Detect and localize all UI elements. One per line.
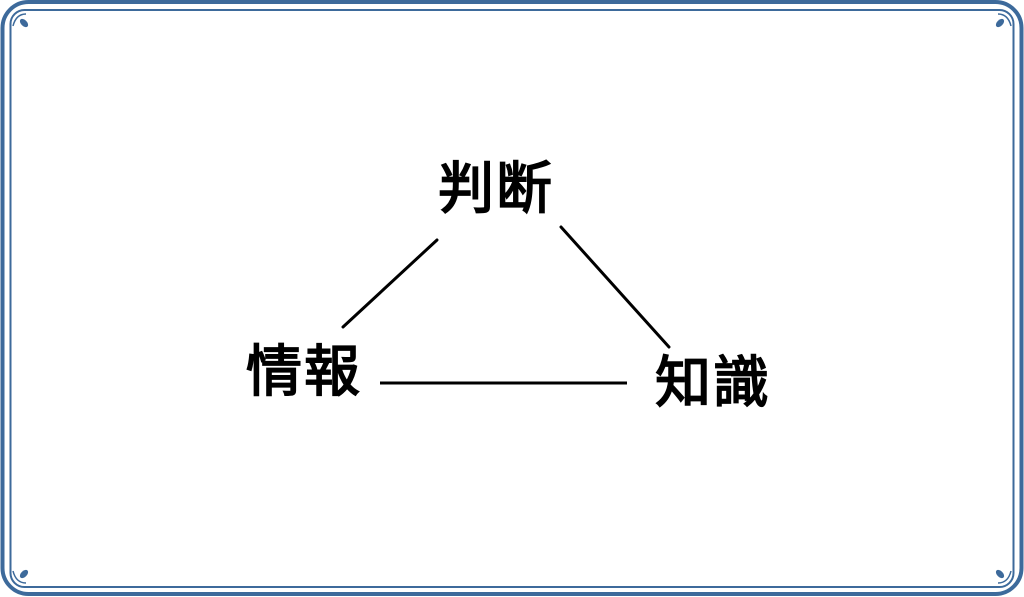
- inner-border: [9, 9, 1015, 588]
- node-judgment: 判断: [438, 157, 554, 222]
- corner-leaf-icon-bottom-right: [995, 569, 1012, 584]
- corner-leaf-icon-bottom-left: [12, 569, 29, 584]
- corner-leaf-icon-top-right: [995, 13, 1012, 28]
- edge-left-top: [341, 238, 439, 329]
- edge-top-right: [559, 225, 671, 349]
- node-information: 情報: [246, 340, 362, 405]
- corner-leaf-icon-top-left: [12, 13, 29, 28]
- node-knowledge: 知識: [655, 351, 771, 416]
